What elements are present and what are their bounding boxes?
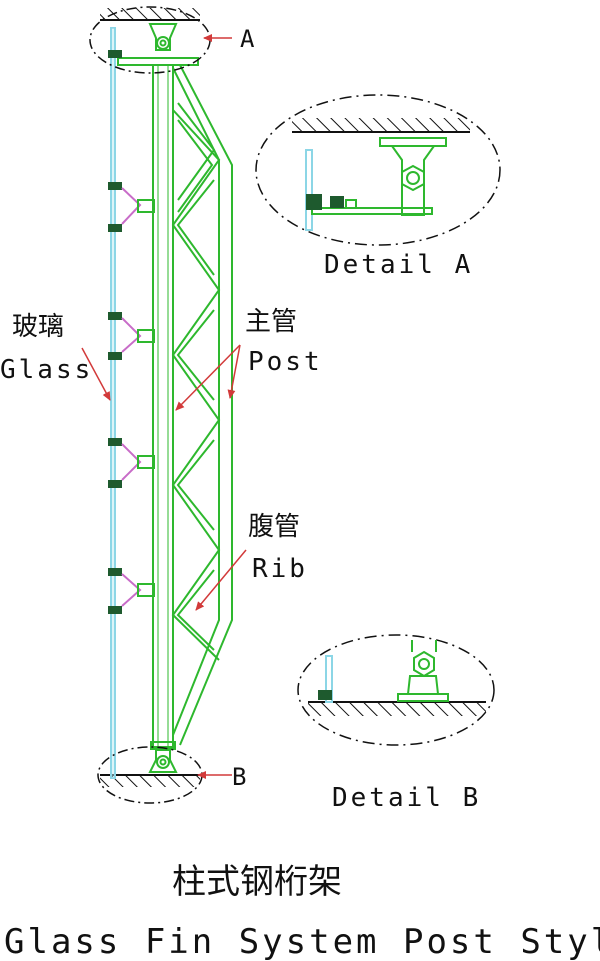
rib-label-en: Rib <box>252 554 308 584</box>
glass-pane <box>110 27 116 779</box>
post-leader-arrow-2 <box>227 344 241 399</box>
glass-label-cn: 玻璃 <box>12 312 64 342</box>
top-ceiling <box>100 8 200 21</box>
bottom-floor <box>100 774 200 787</box>
title-cn: 柱式钢桁架 <box>172 862 342 902</box>
detail-a-view <box>255 94 501 246</box>
main-post <box>117 23 199 773</box>
post-label-en: Post <box>248 347 323 377</box>
post-label-cn: 主管 <box>245 307 297 337</box>
title-en: Glass Fin System Post Style <box>4 922 600 961</box>
truss-ribs <box>171 102 221 661</box>
detail-b-view <box>297 634 495 746</box>
callout-b-label: B <box>232 763 246 791</box>
rib-label-cn: 腹管 <box>248 512 300 542</box>
detail-a-caption: Detail A <box>324 250 473 280</box>
detail-b-caption: Detail B <box>332 783 481 813</box>
rib-leader-arrow <box>195 549 247 611</box>
glass-leader-arrow <box>81 347 111 401</box>
glass-label-en: Glass <box>0 355 93 385</box>
spider-fittings <box>108 50 155 614</box>
callout-a-label: A <box>240 25 255 53</box>
post-leader-arrow-1 <box>175 344 241 411</box>
